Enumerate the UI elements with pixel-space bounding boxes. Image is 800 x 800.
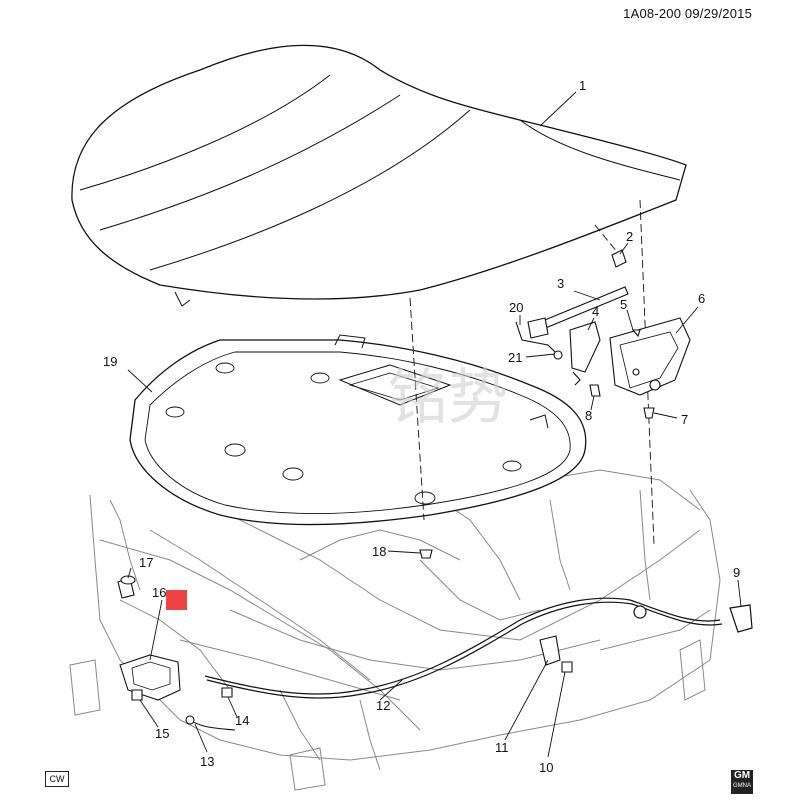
hinge-strut-components bbox=[515, 249, 691, 419]
callout-14: 14 bbox=[235, 713, 249, 728]
leader-lines bbox=[127, 91, 742, 758]
callout-16: 16 bbox=[152, 585, 166, 600]
callout-labels: 1 2 3 4 5 6 7 8 9 10 11 12 13 14 15 16 1… bbox=[103, 78, 740, 775]
callout-11: 11 bbox=[495, 740, 509, 755]
callout-7: 7 bbox=[681, 412, 688, 427]
callout-1: 1 bbox=[579, 78, 586, 93]
callout-3: 3 bbox=[557, 276, 564, 291]
callout-15: 15 bbox=[155, 726, 169, 741]
callout-6: 6 bbox=[698, 291, 705, 306]
callout-12: 12 bbox=[376, 698, 390, 713]
gm-logo-subtext: GMNA bbox=[733, 783, 751, 789]
watermark-text: 铭势 bbox=[388, 363, 508, 433]
hood-latch-assembly bbox=[117, 549, 573, 731]
callout-20: 20 bbox=[509, 300, 523, 315]
callout-19: 19 bbox=[103, 354, 117, 369]
highlight-marker bbox=[166, 590, 187, 610]
cw-orientation-mark: CW bbox=[45, 771, 69, 787]
callout-21: 21 bbox=[508, 350, 522, 365]
callout-9: 9 bbox=[733, 565, 740, 580]
callout-18: 18 bbox=[372, 544, 386, 559]
gm-logo: GM GMNA bbox=[731, 770, 753, 794]
callout-5: 5 bbox=[620, 297, 627, 312]
callout-4: 4 bbox=[592, 304, 599, 319]
callout-8: 8 bbox=[585, 408, 592, 423]
document-id: 1A08-200 09/29/2015 bbox=[623, 6, 752, 21]
hood-panel bbox=[71, 44, 687, 307]
hood-release-cable bbox=[204, 597, 753, 699]
callout-17: 17 bbox=[139, 555, 153, 570]
callout-10: 10 bbox=[539, 760, 553, 775]
hood-insulator bbox=[129, 334, 587, 526]
callout-2: 2 bbox=[626, 229, 633, 244]
gm-logo-text: GM bbox=[733, 770, 751, 781]
callout-13: 13 bbox=[200, 754, 214, 769]
